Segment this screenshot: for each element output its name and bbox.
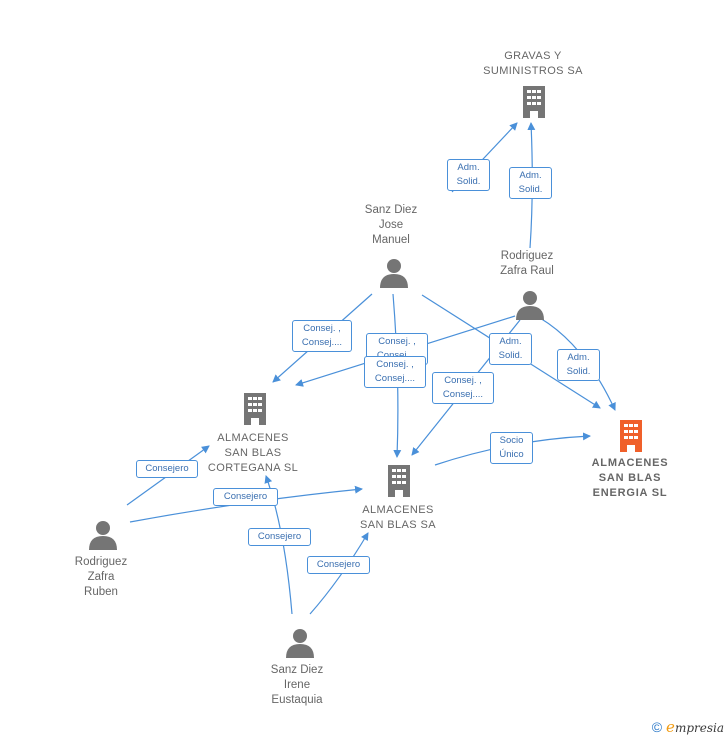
person-icon <box>89 521 117 550</box>
node-rodriguez-ruben-label[interactable]: Rodriguez Zafra Ruben <box>74 556 128 598</box>
node-san-blas-sa-label[interactable]: ALMACENES SAN BLAS SA <box>360 504 436 531</box>
node-rodriguez-raul-label[interactable]: Rodriguez Zafra Raul <box>500 250 554 277</box>
edge-label-sanblas-energia[interactable]: Socio Único <box>490 432 533 464</box>
node-gravas-label[interactable]: GRAVAS Y SUMINISTROS SA <box>483 50 583 77</box>
person-icon <box>286 629 314 658</box>
edge-label-jose-sanblas[interactable]: Consej. , Consej.... <box>364 356 426 388</box>
building-icon-main <box>620 420 642 452</box>
edge-label-jose-cortegana[interactable]: Consej. , Consej.... <box>292 320 352 352</box>
edge-label-raul-energia[interactable]: Adm. Solid. <box>557 349 600 381</box>
copyright-icon: © <box>651 719 663 735</box>
edge-label-raul-gravas[interactable]: Adm. Solid. <box>509 167 552 199</box>
brand-logo: empresia <box>666 718 724 736</box>
edge-label-ruben-sanblas[interactable]: Consejero <box>213 488 278 506</box>
edge-label-jose-gravas[interactable]: Adm. Solid. <box>447 159 490 191</box>
edge-irene-sanblas <box>309 532 369 615</box>
node-cortegana-label[interactable]: ALMACENES SAN BLAS CORTEGANA SL <box>207 432 299 474</box>
node-sanz-jose-label[interactable]: Sanz Diez Jose Manuel <box>364 204 418 246</box>
edge-label-jose-energia[interactable]: Adm. Solid. <box>489 333 532 365</box>
building-icon <box>388 465 410 497</box>
edge-label-irene-cortegana[interactable]: Consejero <box>248 528 311 546</box>
node-energia-label[interactable]: ALMACENES SAN BLAS ENERGIA SL <box>591 457 669 499</box>
edge-label-irene-sanblas[interactable]: Consejero <box>307 556 370 574</box>
edge-label-ruben-cortegana[interactable]: Consejero <box>136 460 198 478</box>
person-icon <box>516 291 544 320</box>
person-icon <box>380 259 408 288</box>
edge-label-raul-sanblas[interactable]: Consej. , Consej.... <box>432 372 494 404</box>
footer-brand[interactable]: © empresia <box>652 718 724 736</box>
building-icon <box>523 86 545 118</box>
building-icon <box>244 393 266 425</box>
node-sanz-irene-label[interactable]: Sanz Diez Irene Eustaquia <box>270 664 324 706</box>
